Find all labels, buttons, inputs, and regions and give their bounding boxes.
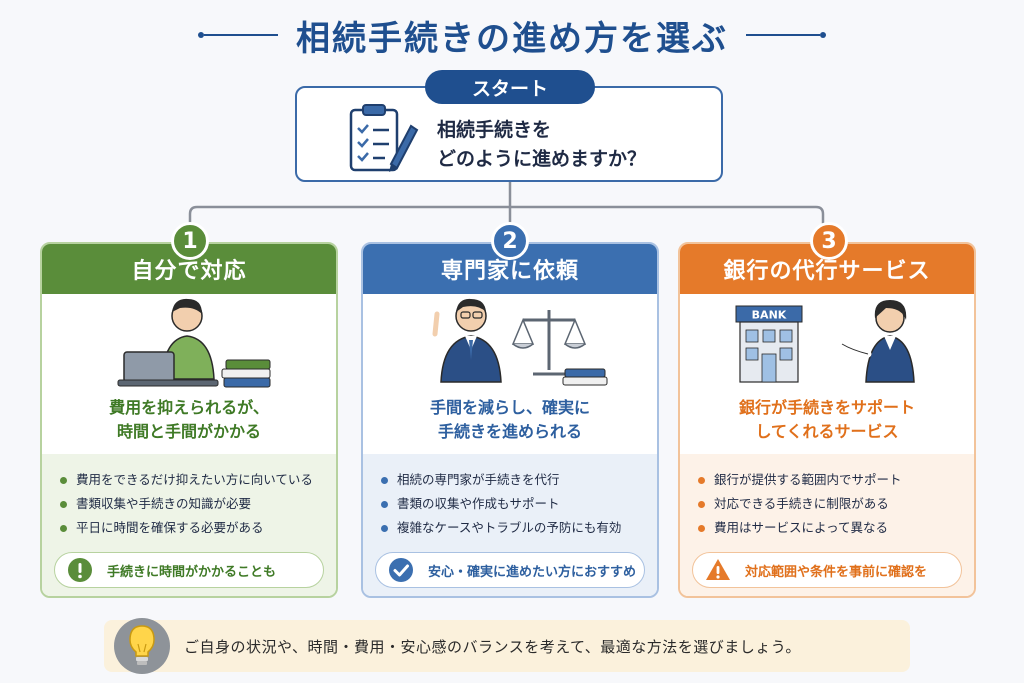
option-1-number-badge: 1 (171, 222, 209, 260)
bullet-dot-icon (381, 476, 388, 484)
start-label: スタート (425, 70, 595, 104)
title-row: 相続手続きの進め方を選ぶ (0, 10, 1024, 60)
tip-text: ご自身の状況や、時間・費用・安心感のバランスを考えて、最適な方法を選びましょう。 (184, 638, 801, 656)
option-3-title: 銀行の代行サービス (680, 244, 974, 294)
option-1-summary: 費用を抑えられるが、 時間と手間がかかる (109, 398, 269, 441)
option-1-card: 自分で対応 費用を抑えられるが、 時間と手間がかかる 費用をできるだけ抑えたい方… (40, 242, 338, 598)
option-1-bullet: 費用をできるだけ抑えたい方に向いている (60, 468, 336, 492)
option-3-number-badge: 3 (810, 222, 848, 260)
option-1-note-text: 手続きに時間がかかることも (107, 564, 277, 580)
clipboard-checklist-icon (349, 104, 419, 172)
title-decoration-right (746, 32, 826, 38)
option-3-bullet: 対応できる手続きに制限がある (698, 492, 974, 516)
option-2-bullet: 複雑なケースやトラブルの予防にも有効 (381, 516, 657, 540)
bullet-dot-icon (381, 500, 388, 508)
professional-scales-illustration (432, 298, 608, 386)
option-3-note: 対応範囲や条件を事前に確認を (692, 552, 962, 588)
warning-triangle-icon (706, 559, 730, 580)
option-3-bullet: 銀行が提供する範囲内でサポート (698, 468, 974, 492)
option-2-note-text: 安心・確実に進めたい方におすすめ (428, 564, 637, 580)
option-3-card: 銀行の代行サービス BANK 銀行が手続きをサポート してくれるサービス 銀行が… (678, 242, 976, 598)
person-laptop-illustration (117, 298, 271, 388)
bullet-dot-icon (60, 500, 67, 508)
option-3-summary: 銀行が手続きをサポート してくれるサービス (738, 398, 915, 441)
option-1-bullet: 平日に時間を確保する必要がある (60, 516, 336, 540)
bullet-dot-icon (698, 476, 705, 484)
bullet-dot-icon (60, 524, 67, 532)
option-1-note: 手続きに時間がかかることも (54, 552, 324, 588)
option-3-note-text: 対応範囲や条件を事前に確認を (745, 564, 928, 580)
option-2-summary: 手間を減らし、確実に 手続きを進められる (429, 398, 590, 441)
bank-staff-illustration: BANK (735, 300, 915, 383)
option-2-number-badge: 2 (491, 222, 529, 260)
lightbulb-icon (114, 618, 170, 674)
title-decoration-left (198, 32, 278, 38)
checkmark-circle-icon (389, 558, 413, 582)
option-2-card: 専門家に依頼 手間を減らし、確実に 手続きを進められる 相続の専門家が手続きを代… (361, 242, 659, 598)
exclamation-circle-icon (68, 558, 92, 582)
bullet-dot-icon (381, 524, 388, 532)
page-title: 相続手続きの進め方を選ぶ (296, 18, 728, 59)
option-2-bullet: 相続の専門家が手続きを代行 (381, 468, 657, 492)
tip-banner: ご自身の状況や、時間・費用・安心感のバランスを考えて、最適な方法を選びましょう。 (104, 618, 910, 674)
option-2-note: 安心・確実に進めたい方におすすめ (375, 552, 645, 588)
option-3-bullet: 費用はサービスによって異なる (698, 516, 974, 540)
bullet-dot-icon (698, 500, 705, 508)
start-question: 相続手続きを どのように進めますか？ (437, 119, 647, 170)
option-2-bullet: 書類の収集や作成もサポート (381, 492, 657, 516)
bank-sign-text: BANK (752, 309, 787, 322)
bullet-dot-icon (698, 524, 705, 532)
option-1-bullet: 書類収集や手続きの知識が必要 (60, 492, 336, 516)
bullet-dot-icon (60, 476, 67, 484)
